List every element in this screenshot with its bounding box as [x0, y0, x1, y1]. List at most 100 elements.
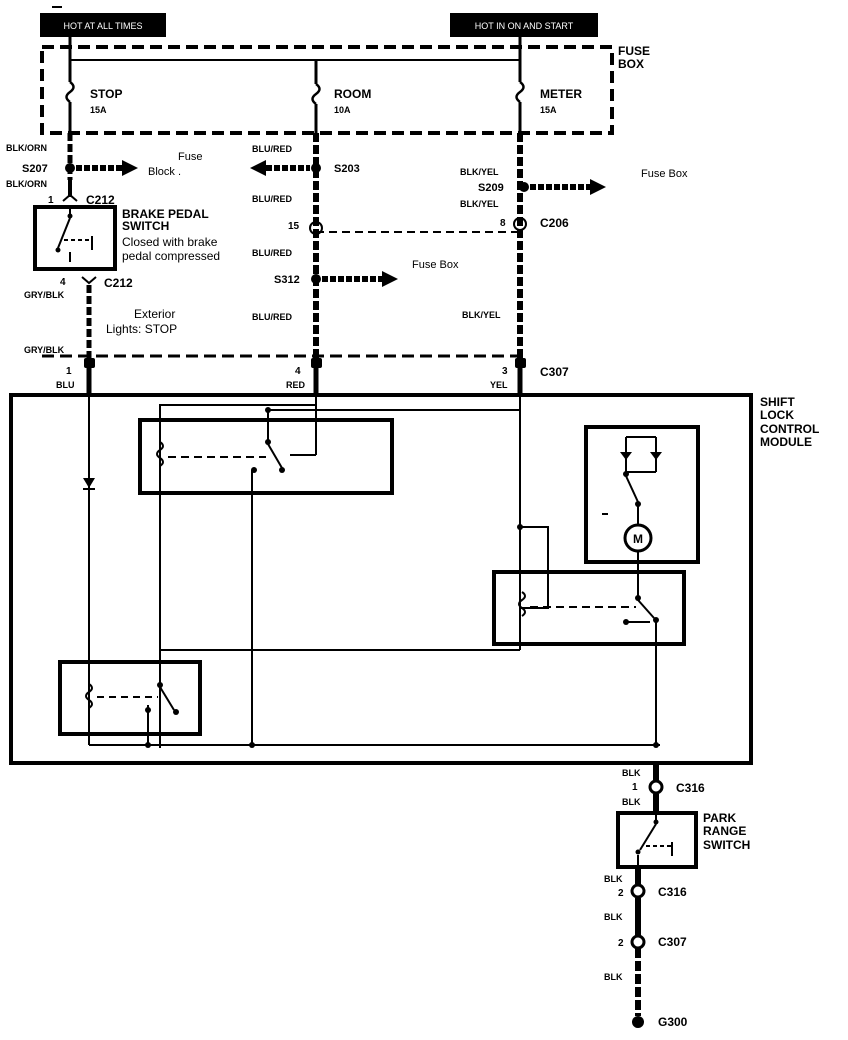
ground-wire-5-label: BLK	[604, 972, 623, 982]
left-wire-below-splice-label: BLK/ORN	[6, 179, 47, 189]
splice-s209-dest: Fuse Box	[641, 168, 688, 180]
ground-wire-4-label: BLK	[604, 912, 623, 922]
relay-lower-left	[58, 660, 202, 736]
fuse-stop-name: STOP	[90, 87, 122, 101]
splice-s312-dest: Fuse Box	[412, 259, 459, 271]
ground-g300-label: G300	[658, 1015, 688, 1029]
c307-bottom-pin: 2	[618, 938, 624, 949]
mid-wire-s312-label: BLU/RED	[252, 248, 292, 258]
c307-bottom-label: C307	[658, 935, 687, 949]
brake-switch-title-1: BRAKE PEDAL	[122, 207, 209, 221]
right-c206-label: C206	[540, 216, 569, 230]
park-switch-title-1: PARK	[703, 811, 736, 825]
fuse-room	[311, 60, 321, 133]
park-range-switch	[616, 811, 698, 869]
c212-top-connector	[62, 193, 78, 202]
fuse-stop-rating: 15A	[90, 105, 107, 115]
splice-s312-label: S312	[274, 274, 300, 286]
splice-s203	[311, 163, 321, 173]
splice-s209	[519, 182, 529, 192]
mid-module-wire-label: BLU/RED	[252, 312, 292, 322]
c316-pin-1: 1	[632, 782, 638, 793]
module-pin-4-connector	[311, 358, 322, 368]
left-wire-bottom-label: GRY/BLK	[24, 290, 65, 300]
splice-s207-label: S207	[22, 163, 48, 175]
c212-bottom-label: C212	[104, 276, 133, 290]
c307-label: C307	[540, 365, 569, 379]
right-wire-top-label: BLK/YEL	[460, 167, 499, 177]
relay-top	[138, 418, 394, 495]
mid-wire-top-label: BLU/RED	[252, 144, 292, 154]
splice-s203-arrow	[250, 160, 310, 176]
splice-s207	[65, 163, 75, 173]
c316-top-label: C316	[676, 781, 705, 795]
fuse-stop	[65, 60, 75, 133]
module-title-4: MODULE	[760, 435, 812, 449]
header-hot-at-all-times: HOT AT ALL TIMES	[40, 13, 166, 37]
motor-box	[584, 425, 700, 564]
right-module-pin: 3	[502, 366, 508, 377]
mid-module-pin: 4	[295, 366, 301, 377]
c212-bottom-pin: 4	[60, 277, 66, 288]
c316-bottom-label: C316	[658, 885, 687, 899]
fuse-box-outline	[40, 45, 614, 135]
fuse-meter-rating: 15A	[540, 105, 557, 115]
ground-wire-1-label: BLK	[622, 768, 641, 778]
c212-top-pin: 1	[48, 195, 54, 206]
mid-module-color: RED	[286, 380, 306, 390]
brake-switch-desc-1: Closed with brake	[122, 235, 218, 249]
module-internal-wiring	[88, 395, 660, 748]
fuse-room-rating: 10A	[334, 105, 351, 115]
header-right-label: HOT IN ON AND START	[475, 21, 574, 31]
fuse-meter	[515, 60, 525, 133]
fuse-room-name: ROOM	[334, 87, 371, 101]
splice-s207-arrow	[76, 160, 138, 176]
diode-left	[83, 478, 95, 490]
splice-s207-dest-2: Block .	[148, 166, 181, 178]
splice-s207-dest-1: Fuse	[178, 151, 202, 163]
relay-right	[492, 570, 686, 646]
fuse-box-title-2: BOX	[618, 57, 644, 71]
module-pin-3-connector	[515, 358, 526, 368]
brake-switch-desc-2: pedal compressed	[122, 249, 220, 263]
splice-s209-arrow	[530, 179, 606, 195]
module-pin-1-connector	[84, 358, 95, 368]
fuse-box-title-1: FUSE	[618, 44, 650, 58]
splice-s203-label: S203	[334, 163, 360, 175]
brake-switch-title-2: SWITCH	[122, 219, 169, 233]
module-title-3: CONTROL	[760, 422, 819, 436]
park-switch-title-3: SWITCH	[703, 838, 750, 852]
park-switch-title-2: RANGE	[703, 824, 746, 838]
c212-bottom-connector	[81, 276, 97, 285]
c316-bottom-pin: 2	[618, 888, 624, 899]
module-title-2: LOCK	[760, 408, 794, 422]
right-c206-pin: 8	[500, 218, 506, 229]
splice-s209-label: S209	[478, 182, 504, 194]
ground-wire-2-label: BLK	[622, 797, 641, 807]
ground-wire-3-label: BLK	[604, 874, 623, 884]
ground-g300	[632, 1016, 644, 1028]
header-left-label: HOT AT ALL TIMES	[63, 21, 142, 31]
exterior-note-1: Exterior	[134, 307, 175, 321]
shift-lock-control-module	[9, 393, 753, 765]
mid-wire-c206-label: BLU/RED	[252, 194, 292, 204]
module-title-1: SHIFT	[760, 395, 795, 409]
c316-top-connector	[648, 779, 664, 795]
header-hot-in-on-and-start: HOT IN ON AND START	[450, 13, 598, 37]
c307-bottom-connector	[630, 934, 646, 950]
fuse-meter-name: METER	[540, 87, 582, 101]
left-module-pin: 1	[66, 366, 72, 377]
brake-pedal-switch	[33, 205, 117, 271]
splice-s312	[311, 274, 321, 284]
right-module-color: YEL	[490, 380, 508, 390]
right-wire-c206-label: BLK/YEL	[460, 199, 499, 209]
splice-s312-arrow	[322, 271, 398, 287]
left-wire-top-label: BLK/ORN	[6, 143, 47, 153]
mid-c206-pin: 15	[288, 221, 300, 232]
right-module-wire-label: BLK/YEL	[462, 310, 501, 320]
motor-label: M	[633, 532, 643, 546]
left-module-color: BLU	[56, 380, 75, 390]
exterior-note-2: Lights: STOP	[106, 322, 177, 336]
c212-top-label: C212	[86, 193, 115, 207]
